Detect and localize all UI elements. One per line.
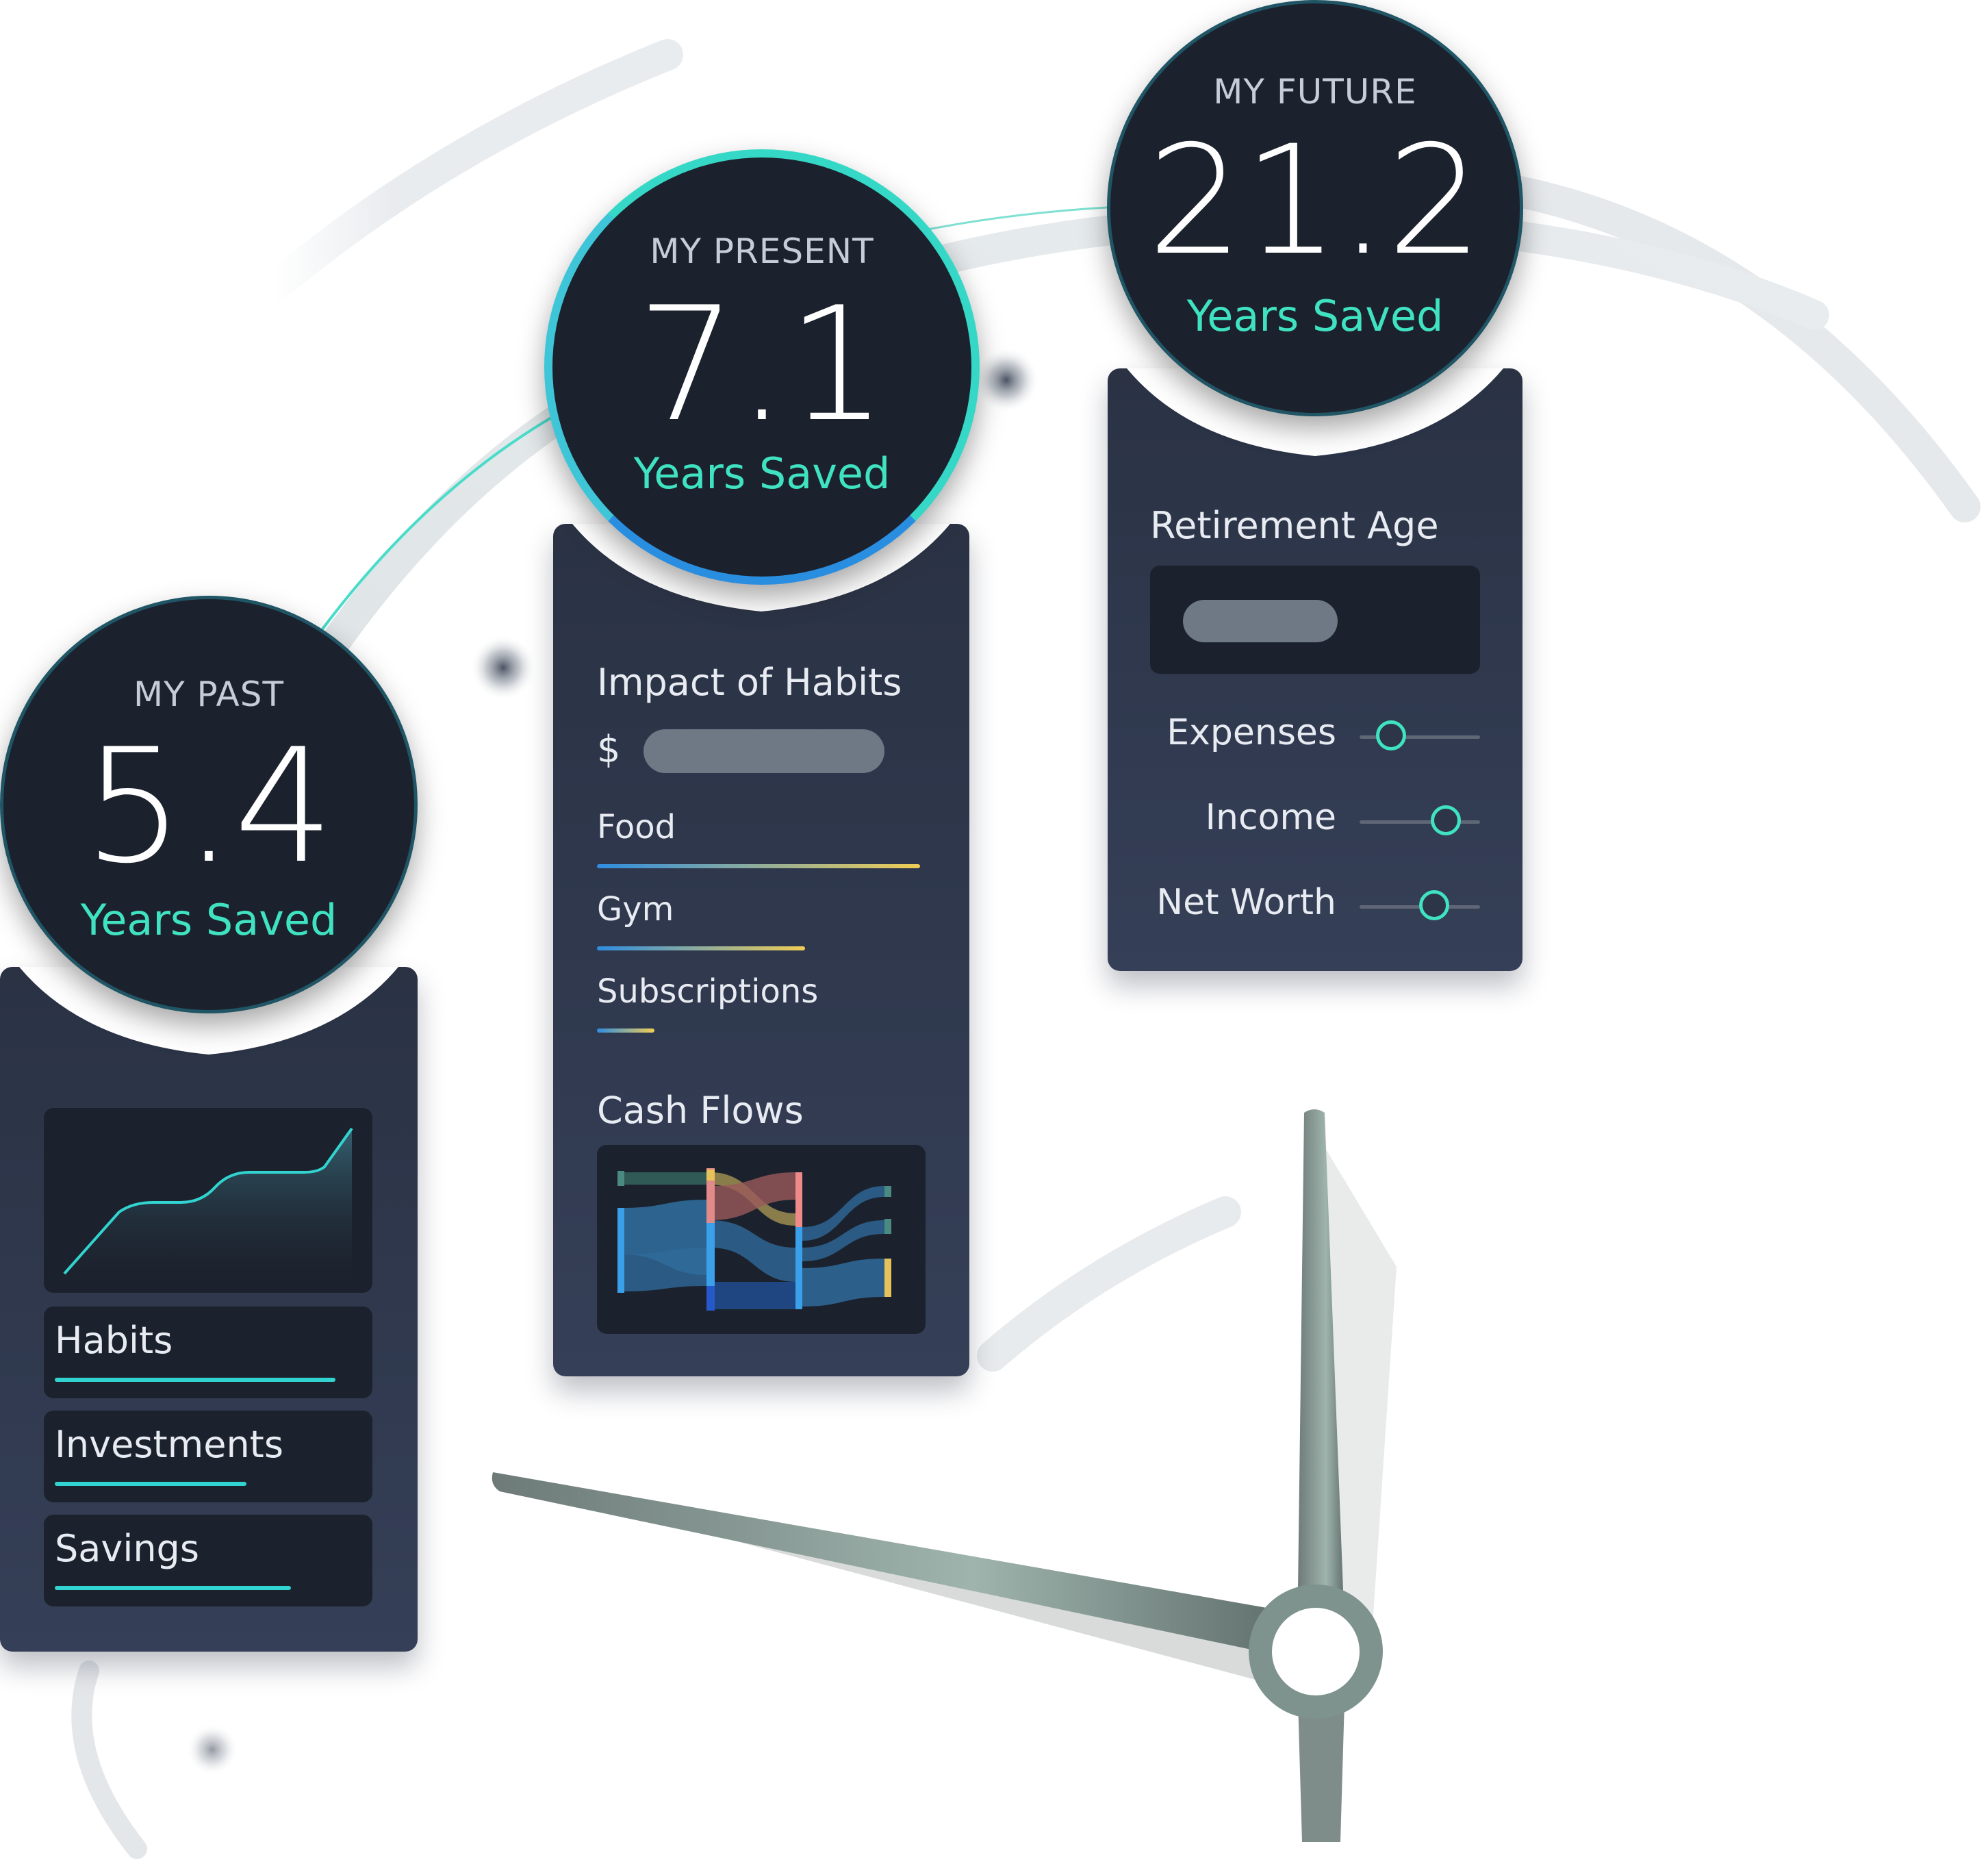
retirement-age-value [1183, 600, 1338, 642]
slider-label-expenses: Expenses [1167, 712, 1336, 753]
habit-food-bar [597, 864, 920, 868]
row-label: Savings [55, 1527, 199, 1570]
slider-label-income: Income [1205, 797, 1336, 838]
present-bubble: MY PRESENT 7.1 Years Saved [544, 149, 980, 585]
expenses-slider[interactable] [1360, 735, 1480, 739]
retirement-title: Retirement Age [1150, 504, 1439, 547]
bubble-value: 5.4 [84, 716, 334, 898]
row-progress [55, 1482, 246, 1486]
habit-subscriptions-bar [597, 1028, 654, 1033]
bubble-kicker: MY PRESENT [650, 231, 874, 271]
row-label: Habits [55, 1319, 173, 1362]
cashflows-title: Cash Flows [597, 1089, 804, 1132]
retirement-age-field[interactable] [1150, 566, 1480, 674]
trend-line [63, 1127, 353, 1293]
bubble-value: 21.2 [1147, 113, 1483, 288]
bubble-unit: Years Saved [633, 449, 891, 498]
cashflows-sankey [597, 1145, 926, 1334]
bubble-value: 7.1 [637, 274, 887, 457]
expenses-slider-knob[interactable] [1376, 720, 1406, 750]
habit-gym-bar [597, 946, 805, 950]
future-card: Retirement Age Expenses Income Net Worth [1108, 368, 1522, 971]
bubble-kicker: MY FUTURE [1213, 72, 1417, 112]
row-progress [55, 1378, 335, 1382]
future-bubble: MY FUTURE 21.2 Years Saved [1107, 0, 1523, 416]
net-worth-slider-knob[interactable] [1419, 890, 1449, 920]
currency-symbol: $ [597, 728, 621, 771]
past-row-investments[interactable]: Investments [44, 1411, 372, 1502]
bubble-kicker: MY PAST [133, 674, 284, 714]
row-progress [55, 1586, 291, 1590]
slider-label-net-worth: Net Worth [1156, 882, 1336, 923]
past-bubble: MY PAST 5.4 Years Saved [0, 596, 418, 1013]
habit-gym-label: Gym [597, 890, 674, 929]
past-row-savings[interactable]: Savings [44, 1515, 372, 1606]
past-trend-chart [44, 1108, 372, 1293]
income-slider[interactable] [1360, 820, 1480, 824]
bubble-unit: Years Saved [80, 895, 337, 945]
habits-title: Impact of Habits [597, 661, 902, 704]
habit-food-label: Food [597, 808, 676, 846]
income-slider-knob[interactable] [1431, 805, 1461, 835]
habits-amount-input[interactable] [643, 729, 884, 773]
habit-subscriptions-label: Subscriptions [597, 972, 819, 1011]
row-label: Investments [55, 1423, 283, 1466]
present-card: Impact of Habits $ Food Gym Subscription… [553, 524, 969, 1376]
bubble-unit: Years Saved [1186, 291, 1444, 341]
past-row-habits[interactable]: Habits [44, 1307, 372, 1398]
past-card: Habits Investments Savings [0, 967, 418, 1652]
sankey-diagram [617, 1168, 891, 1311]
